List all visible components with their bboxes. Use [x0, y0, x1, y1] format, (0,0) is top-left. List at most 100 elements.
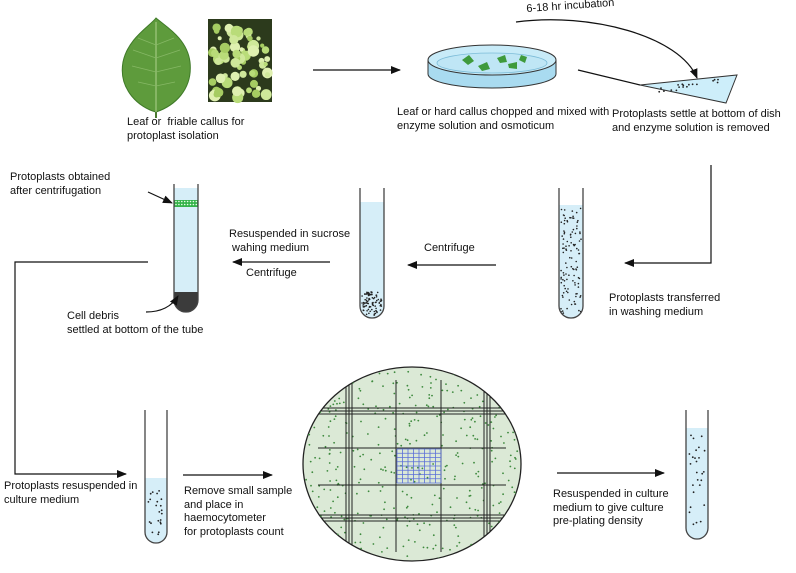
cell: [310, 484, 312, 487]
protoplast: [565, 249, 568, 251]
pellet-protoplast: [375, 294, 378, 297]
callus-cluster: [230, 25, 243, 38]
protoplast: [160, 512, 163, 515]
callus-cluster: [264, 56, 271, 62]
protoplast: [573, 244, 575, 247]
cell: [393, 472, 396, 474]
cell: [494, 457, 497, 460]
protoplast: [183, 203, 186, 206]
cell: [514, 458, 517, 460]
cell: [511, 531, 514, 534]
cell: [380, 468, 382, 471]
cell: [379, 452, 381, 455]
cell: [320, 515, 322, 517]
protoplast: [565, 273, 567, 275]
cell: [353, 370, 356, 373]
cell: [458, 541, 461, 544]
cell: [371, 380, 374, 382]
cell: [468, 495, 471, 497]
protoplast: [560, 208, 563, 211]
protoplast: [563, 274, 565, 276]
cell: [477, 509, 479, 512]
cell: [429, 375, 432, 378]
pellet-protoplast: [375, 301, 377, 304]
protoplast: [576, 227, 578, 230]
protoplast: [692, 523, 695, 526]
cell: [357, 397, 360, 400]
cell: [502, 472, 504, 475]
protoplast: [566, 307, 568, 310]
cell: [457, 372, 459, 374]
protoplast: [181, 203, 183, 206]
cell: [493, 378, 496, 380]
protoplast: [573, 274, 575, 277]
cell: [494, 416, 496, 418]
cell: [441, 444, 443, 447]
cell: [446, 369, 449, 372]
cell: [432, 534, 435, 537]
cell: [483, 384, 486, 387]
protoplast: [576, 225, 578, 227]
cell: [430, 382, 432, 384]
protoplast: [183, 200, 186, 203]
label-remove-sample: Remove small sample and place in haemocy…: [184, 485, 293, 538]
cell: [323, 488, 326, 491]
protoplast: [175, 200, 177, 203]
cell: [382, 385, 384, 387]
cell: [442, 487, 445, 490]
pellet-protoplast: [379, 300, 382, 302]
cell: [330, 516, 332, 518]
cell: [367, 433, 369, 435]
cell: [358, 481, 360, 484]
pellet-protoplast: [367, 308, 370, 311]
protoplast: [156, 500, 159, 503]
cell: [470, 418, 473, 421]
cell: [358, 387, 361, 390]
arrow-incubation: [515, 19, 698, 79]
cell: [479, 415, 482, 418]
cell: [311, 471, 314, 474]
cell: [316, 506, 319, 509]
cell: [457, 535, 460, 537]
pellet-protoplast: [368, 306, 371, 308]
protoplast: [570, 250, 572, 252]
cell: [383, 508, 385, 511]
cell: [343, 518, 346, 521]
cell: [413, 480, 416, 483]
cell: [453, 478, 456, 481]
protoplast: [562, 247, 564, 250]
protoplast: [565, 290, 568, 293]
cell: [335, 468, 337, 471]
protoplast: [677, 84, 679, 86]
cell: [372, 543, 375, 545]
cell: [418, 529, 421, 532]
cell: [476, 438, 479, 441]
cell: [309, 460, 312, 463]
protoplast: [566, 219, 568, 222]
pellet-protoplast: [371, 297, 374, 299]
protoplast: [150, 522, 152, 525]
cell: [335, 479, 338, 482]
protoplast: [159, 521, 162, 524]
cell: [508, 536, 511, 538]
cell: [392, 411, 394, 414]
cell: [347, 547, 349, 549]
callus-cluster: [239, 70, 247, 78]
cell: [311, 490, 314, 493]
protoplast: [189, 200, 192, 203]
cell: [329, 507, 332, 509]
cell: [435, 378, 437, 381]
cell: [411, 467, 413, 469]
cell: [426, 432, 428, 434]
cell: [333, 418, 336, 420]
cell: [310, 547, 313, 549]
pellet-protoplast: [375, 309, 377, 312]
protoplast: [713, 78, 716, 81]
cell: [492, 393, 495, 396]
protoplast: [688, 453, 691, 455]
cell: [432, 463, 434, 465]
cell: [326, 381, 329, 383]
protoplast: [560, 276, 562, 279]
cell: [338, 545, 341, 547]
cell: [490, 440, 493, 442]
